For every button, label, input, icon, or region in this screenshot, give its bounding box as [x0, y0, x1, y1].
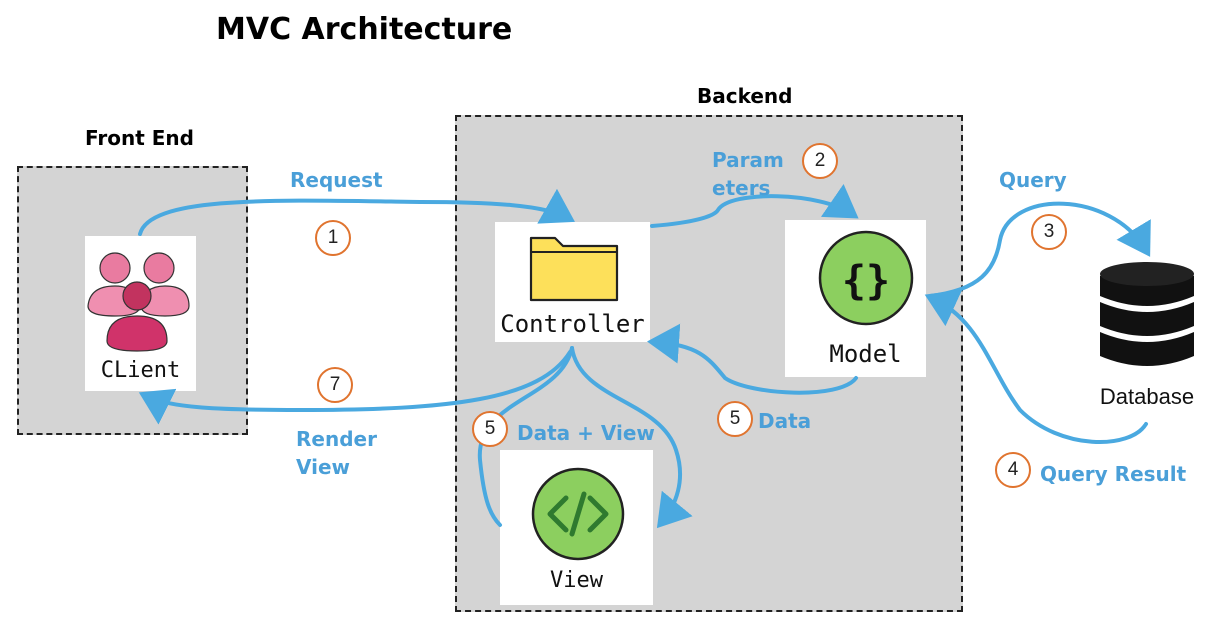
step-4-badge: 4: [995, 452, 1031, 488]
request-arrow: [138, 188, 575, 236]
curly-braces-icon: {}: [818, 230, 914, 326]
client-label: CLient: [100, 358, 181, 383]
query-result-label: Query Result: [1040, 462, 1187, 486]
step-7-badge: 7: [317, 367, 353, 403]
folder-icon: [529, 236, 619, 302]
step-3-badge: 3: [1031, 214, 1067, 250]
render-view-arrow: [138, 350, 572, 425]
controller-label: Controller: [500, 310, 645, 338]
client-icon: [87, 252, 190, 352]
parameters-label-line1: Param: [712, 148, 784, 172]
render-view-label-line2: View: [296, 455, 351, 479]
data-view-arrow: [570, 346, 693, 529]
code-icon: [531, 467, 625, 561]
frontend-zone-label: Front End: [85, 126, 194, 150]
step-1-badge: 1: [315, 220, 351, 256]
request-label: Request: [290, 168, 383, 192]
backend-zone-label: Backend: [697, 84, 793, 108]
svg-text:{}: {}: [842, 258, 890, 304]
view-node[interactable]: View: [500, 450, 653, 605]
model-node[interactable]: {} Model: [785, 220, 926, 377]
model-label: Model: [829, 340, 902, 368]
step-5-data-badge: 5: [717, 401, 753, 437]
step-2-badge: 2: [802, 143, 838, 179]
database-label: Database: [1099, 384, 1195, 409]
query-arrow: [928, 201, 1151, 298]
step-5-data-view-badge: 5: [472, 411, 508, 447]
database-icon: [1100, 262, 1194, 366]
client-node[interactable]: CLient: [85, 236, 196, 391]
parameters-label-line2: eters: [712, 176, 771, 200]
query-label: Query: [999, 168, 1067, 192]
data-arrow: [647, 323, 858, 395]
data-view-label: Data + View: [517, 421, 655, 445]
database-node[interactable]: Database: [1080, 256, 1214, 416]
view-label: View: [550, 568, 603, 593]
diagram-title: MVC Architecture: [216, 12, 513, 47]
query-result-arrow: [924, 289, 1148, 445]
data-label: Data: [758, 409, 812, 433]
controller-node[interactable]: Controller: [495, 222, 650, 342]
parameters-arrow: [650, 183, 859, 228]
render-view-label-line1: Render: [296, 427, 377, 451]
